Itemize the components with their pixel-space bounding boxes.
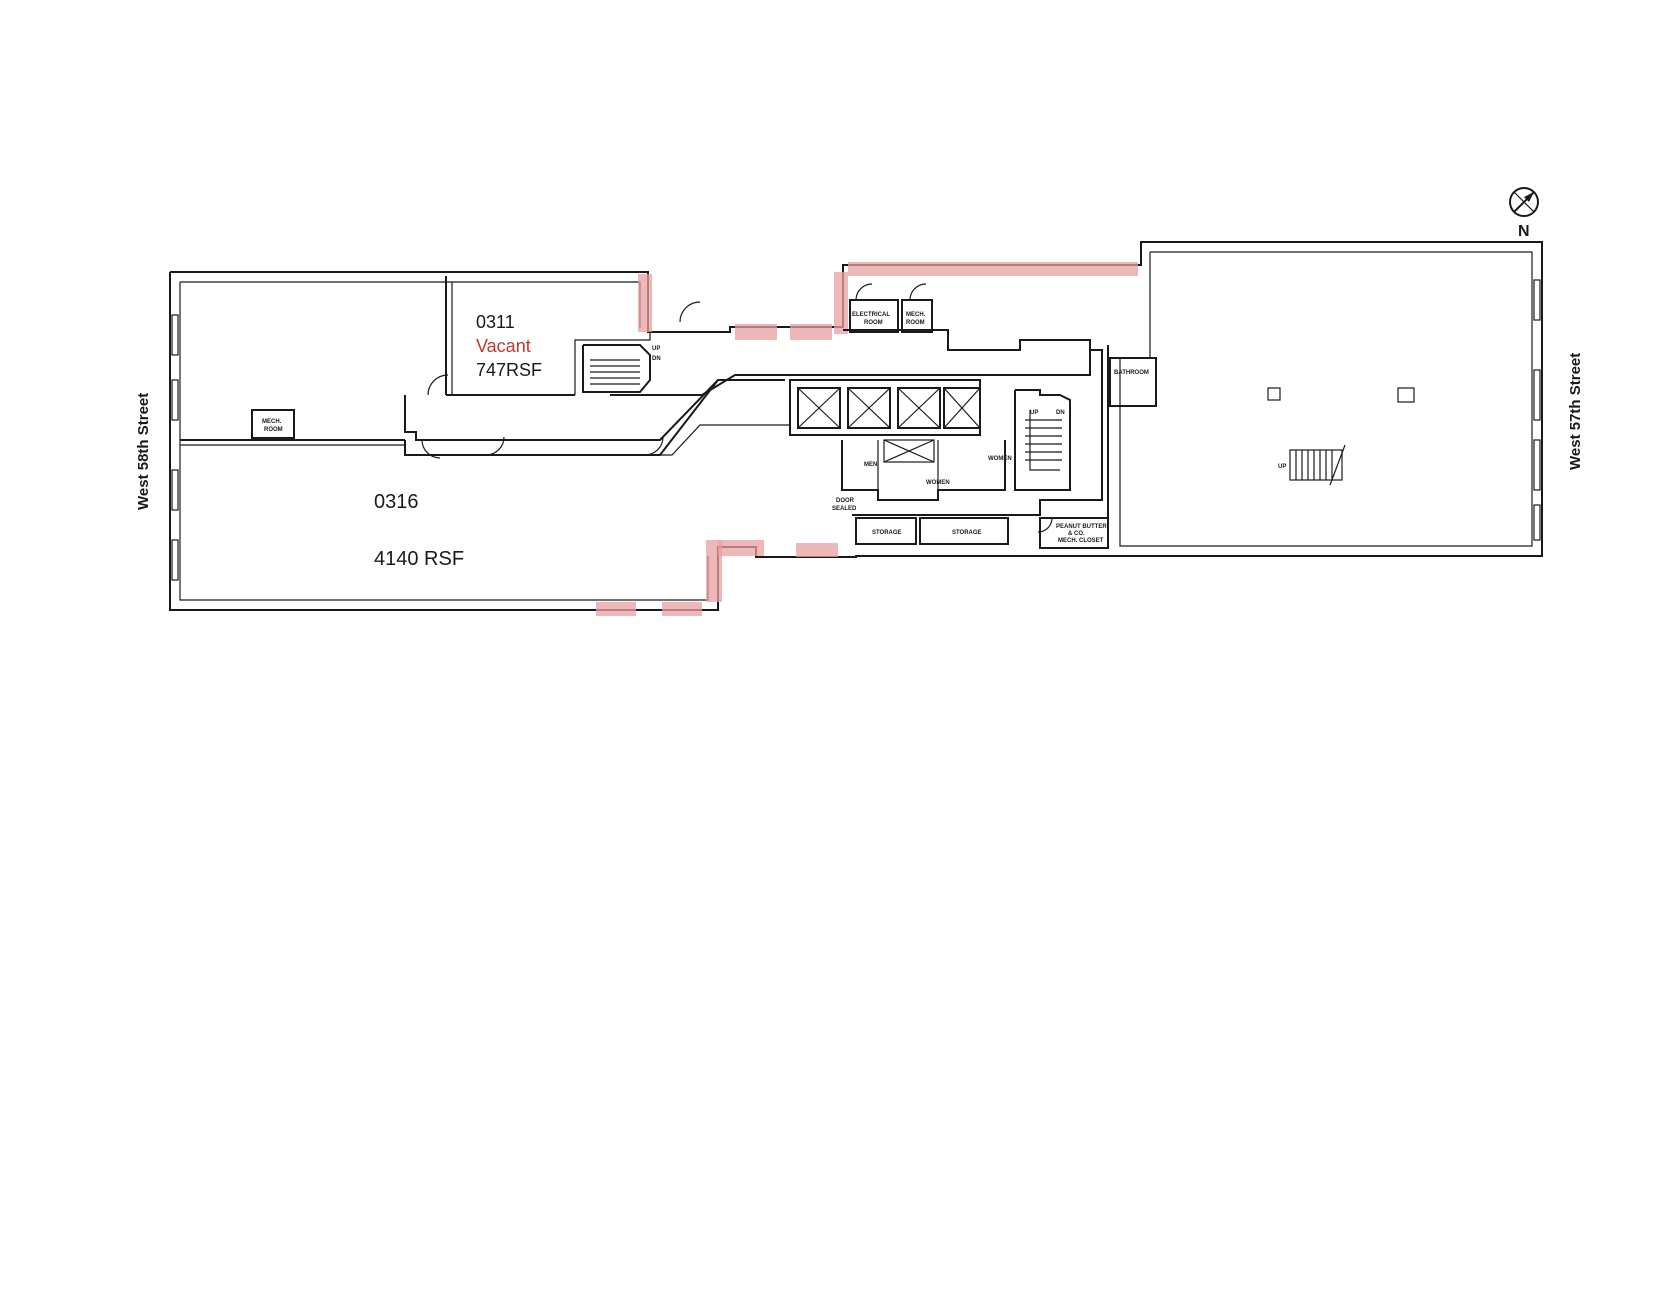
unit-0316-id: 0316 bbox=[374, 491, 419, 513]
street-label-east: West 57th Street bbox=[1567, 353, 1584, 470]
window-highlights bbox=[596, 262, 1138, 616]
east-windows bbox=[1533, 279, 1541, 541]
stair-core-up-label: UP bbox=[1030, 410, 1038, 416]
stair-east-up-label: UP bbox=[1278, 464, 1286, 470]
compass: N bbox=[1509, 187, 1539, 240]
unit-0311-status: Vacant bbox=[476, 336, 531, 356]
unit-0311-area: 747RSF bbox=[476, 360, 542, 380]
storage-label-1: STORAGE bbox=[872, 530, 902, 536]
electrical-room-label-1: ELECTRICAL bbox=[852, 312, 890, 318]
stair-west-dn-label: DN bbox=[652, 356, 661, 362]
peanut-butter-label-3: MECH. CLOSET bbox=[1058, 538, 1104, 544]
unit-0311-id: 0311 bbox=[476, 312, 515, 332]
stair-west-up-label: UP bbox=[652, 346, 660, 352]
storage-label-2: STORAGE bbox=[952, 530, 982, 536]
unit-0316-label: 0316 4140 RSF bbox=[374, 491, 464, 570]
unit-0311-label: 0311 Vacant 747RSF bbox=[476, 312, 542, 380]
mech-room-north-label-1: MECH. bbox=[906, 312, 926, 318]
door-sealed-label-1: DOOR bbox=[836, 498, 855, 504]
stair-core-dn-label: DN bbox=[1056, 410, 1065, 416]
partitions bbox=[180, 276, 1415, 549]
elevators bbox=[797, 387, 981, 429]
mech-room-west-label-1: MECH. bbox=[262, 419, 282, 425]
street-label-west: West 58th Street bbox=[135, 393, 152, 510]
women-label: WOMEN bbox=[988, 456, 1012, 462]
compass-label: N bbox=[1518, 223, 1530, 240]
unit-0316-area: 4140 RSF bbox=[374, 548, 464, 570]
peanut-butter-label-1: PEANUT BUTTER bbox=[1056, 524, 1107, 530]
door-swings bbox=[421, 283, 1053, 533]
mech-room-north-label-2: ROOM bbox=[906, 320, 925, 326]
electrical-room-label-2: ROOM bbox=[864, 320, 883, 326]
peanut-butter-label-2: & CO. bbox=[1068, 531, 1085, 537]
door-sealed-label-2: SEALED bbox=[832, 506, 857, 512]
stair-core bbox=[1025, 419, 1062, 461]
men-label: MEN bbox=[864, 462, 877, 468]
room-labels: MECH. ROOM ELECTRICAL ROOM MECH. ROOM BA… bbox=[262, 312, 1286, 544]
bathroom-label: BATHROOM bbox=[1114, 370, 1149, 376]
west-windows bbox=[171, 314, 179, 581]
women-small-label: WOMEN bbox=[926, 480, 950, 486]
stair-east bbox=[1289, 444, 1346, 486]
mech-room-west-label-2: ROOM bbox=[264, 427, 283, 433]
stair-west bbox=[582, 344, 651, 393]
